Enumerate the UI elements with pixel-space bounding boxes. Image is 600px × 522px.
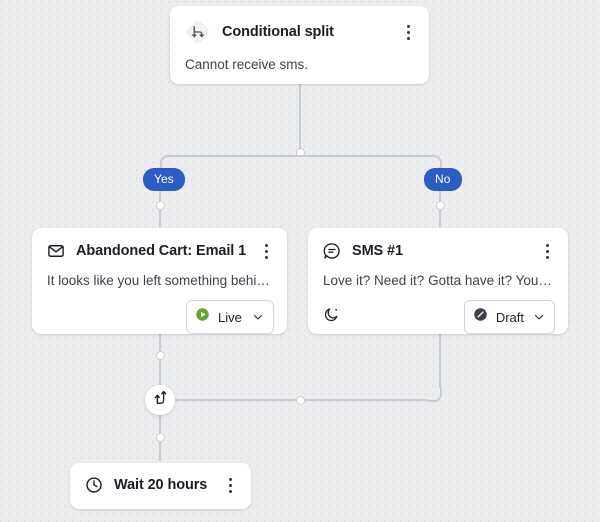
connector-dot-wait-in[interactable] <box>155 433 165 442</box>
status-select-draft[interactable]: Draft <box>463 300 555 334</box>
card-body-text: It looks like you left something behind.… <box>47 273 283 288</box>
card-title: Conditional split <box>222 24 334 40</box>
chevron-down-icon <box>253 314 263 320</box>
connector-dot-sms-out[interactable] <box>295 395 305 405</box>
edge-split-trunk <box>299 84 301 156</box>
status-label: Live <box>218 309 242 325</box>
card-header: Conditional split <box>170 6 429 45</box>
node-card-sms[interactable]: SMS #1 Love it? Need it? Gotta have it? … <box>308 228 568 334</box>
moon-quiet-hours-icon[interactable] <box>323 306 340 328</box>
clock-icon <box>85 476 103 494</box>
card-header: SMS #1 <box>308 228 568 261</box>
edge-yes-drop <box>159 167 161 227</box>
edge-branch-bar <box>172 155 428 157</box>
card-footer: Draft <box>308 288 568 334</box>
edge-merge-to-wait <box>159 399 161 461</box>
merge-paths-icon <box>153 390 168 410</box>
connector-dot-email-out[interactable] <box>155 351 165 360</box>
chevron-down-icon <box>534 314 544 320</box>
live-play-icon <box>195 307 210 327</box>
edge-email-to-merge <box>159 334 161 388</box>
card-title: Abandoned Cart: Email 1 <box>76 243 247 259</box>
draft-slash-icon <box>473 307 488 327</box>
merge-node[interactable] <box>145 385 175 415</box>
card-header: Abandoned Cart: Email 1 <box>32 228 287 261</box>
node-card-email[interactable]: Abandoned Cart: Email 1 It looks like yo… <box>32 228 287 334</box>
node-menu-icon[interactable] <box>257 241 275 261</box>
envelope-icon <box>47 242 65 260</box>
conditional-split-icon <box>185 19 211 45</box>
node-menu-icon[interactable] <box>221 475 239 495</box>
edge-corner-no <box>428 155 442 169</box>
edge-no-drop <box>439 167 441 227</box>
card-footer: Live <box>32 288 287 334</box>
edge-sms-down <box>439 334 441 388</box>
branch-label-yes[interactable]: Yes <box>143 168 185 191</box>
node-card-conditional-split[interactable]: Conditional split Cannot receive sms. <box>170 6 429 84</box>
node-menu-icon[interactable] <box>399 22 417 42</box>
edge-corner-yes <box>160 155 174 169</box>
card-body-text: Love it? Need it? Gotta have it? Your ca… <box>323 273 568 288</box>
edge-corner-sms-merge <box>428 388 442 402</box>
card-header: Wait 20 hours <box>70 463 251 495</box>
connector-dot-no[interactable] <box>435 201 445 210</box>
connector-dot-yes[interactable] <box>155 201 165 210</box>
card-title: SMS #1 <box>352 243 403 259</box>
node-card-wait[interactable]: Wait 20 hours <box>70 463 251 509</box>
node-menu-icon[interactable] <box>538 241 556 261</box>
status-label: Draft <box>495 309 524 325</box>
card-title: Wait 20 hours <box>114 477 208 493</box>
sms-bubble-icon <box>323 242 341 260</box>
status-select-live[interactable]: Live <box>186 300 274 334</box>
card-body-text: Cannot receive sms. <box>185 57 309 72</box>
branch-label-no[interactable]: No <box>424 168 462 191</box>
